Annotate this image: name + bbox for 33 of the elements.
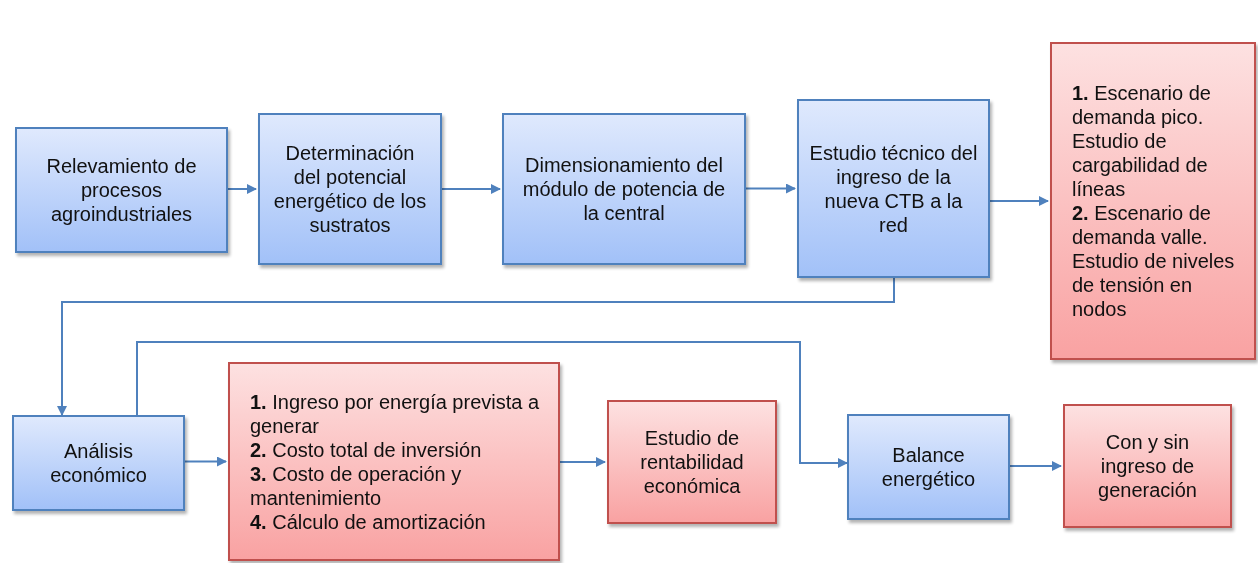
arrow bbox=[559, 457, 606, 467]
arrow bbox=[57, 277, 895, 416]
process-box bbox=[12, 415, 185, 511]
box-label: Relevamiento de procesos agroindustriales bbox=[45, 154, 198, 226]
list-box bbox=[1050, 42, 1256, 360]
process-box bbox=[15, 127, 228, 253]
arrow bbox=[136, 341, 848, 468]
arrow bbox=[989, 196, 1049, 206]
list-item: 1. Ingreso por energía prevista a generar bbox=[250, 389, 541, 438]
list-box bbox=[228, 362, 560, 561]
box-label: Estudio técnico del ingreso de la nueva CTB a la red bbox=[809, 140, 978, 237]
arrow bbox=[441, 184, 501, 194]
arrow bbox=[184, 456, 227, 467]
process-box bbox=[847, 414, 1010, 520]
box-label: Balance energético bbox=[880, 443, 977, 491]
box-label: Dimensionamiento del módulo de potencia de la central bbox=[521, 153, 727, 225]
list-item: 1. Escenario de demanda pico. Estudio de cargabilidad de líneas bbox=[1072, 81, 1212, 201]
box-label: Estudio de rentabilidad económica bbox=[639, 426, 745, 498]
arrow bbox=[1009, 461, 1062, 471]
list-item: 2. Escenario de demanda valle. Estudio de niveles de tensión en nodos bbox=[1072, 201, 1236, 321]
process-box bbox=[1063, 404, 1232, 528]
process-box bbox=[258, 113, 442, 265]
list-item: 2. Costo total de inversión bbox=[250, 437, 482, 462]
box-label: Con y sin ingreso de generación bbox=[1097, 430, 1198, 502]
box-label: Determinación del potencial energético de los sustratos bbox=[272, 141, 428, 237]
process-box bbox=[797, 99, 990, 278]
box-label: Análisis económico bbox=[49, 439, 148, 487]
arrow bbox=[227, 184, 257, 194]
list-item: 3. Costo de operación y mantenimiento bbox=[250, 461, 463, 510]
process-box bbox=[607, 400, 777, 524]
process-box bbox=[502, 113, 746, 265]
list-item: 4. Cálculo de amortización bbox=[250, 509, 486, 534]
arrow bbox=[745, 183, 796, 194]
